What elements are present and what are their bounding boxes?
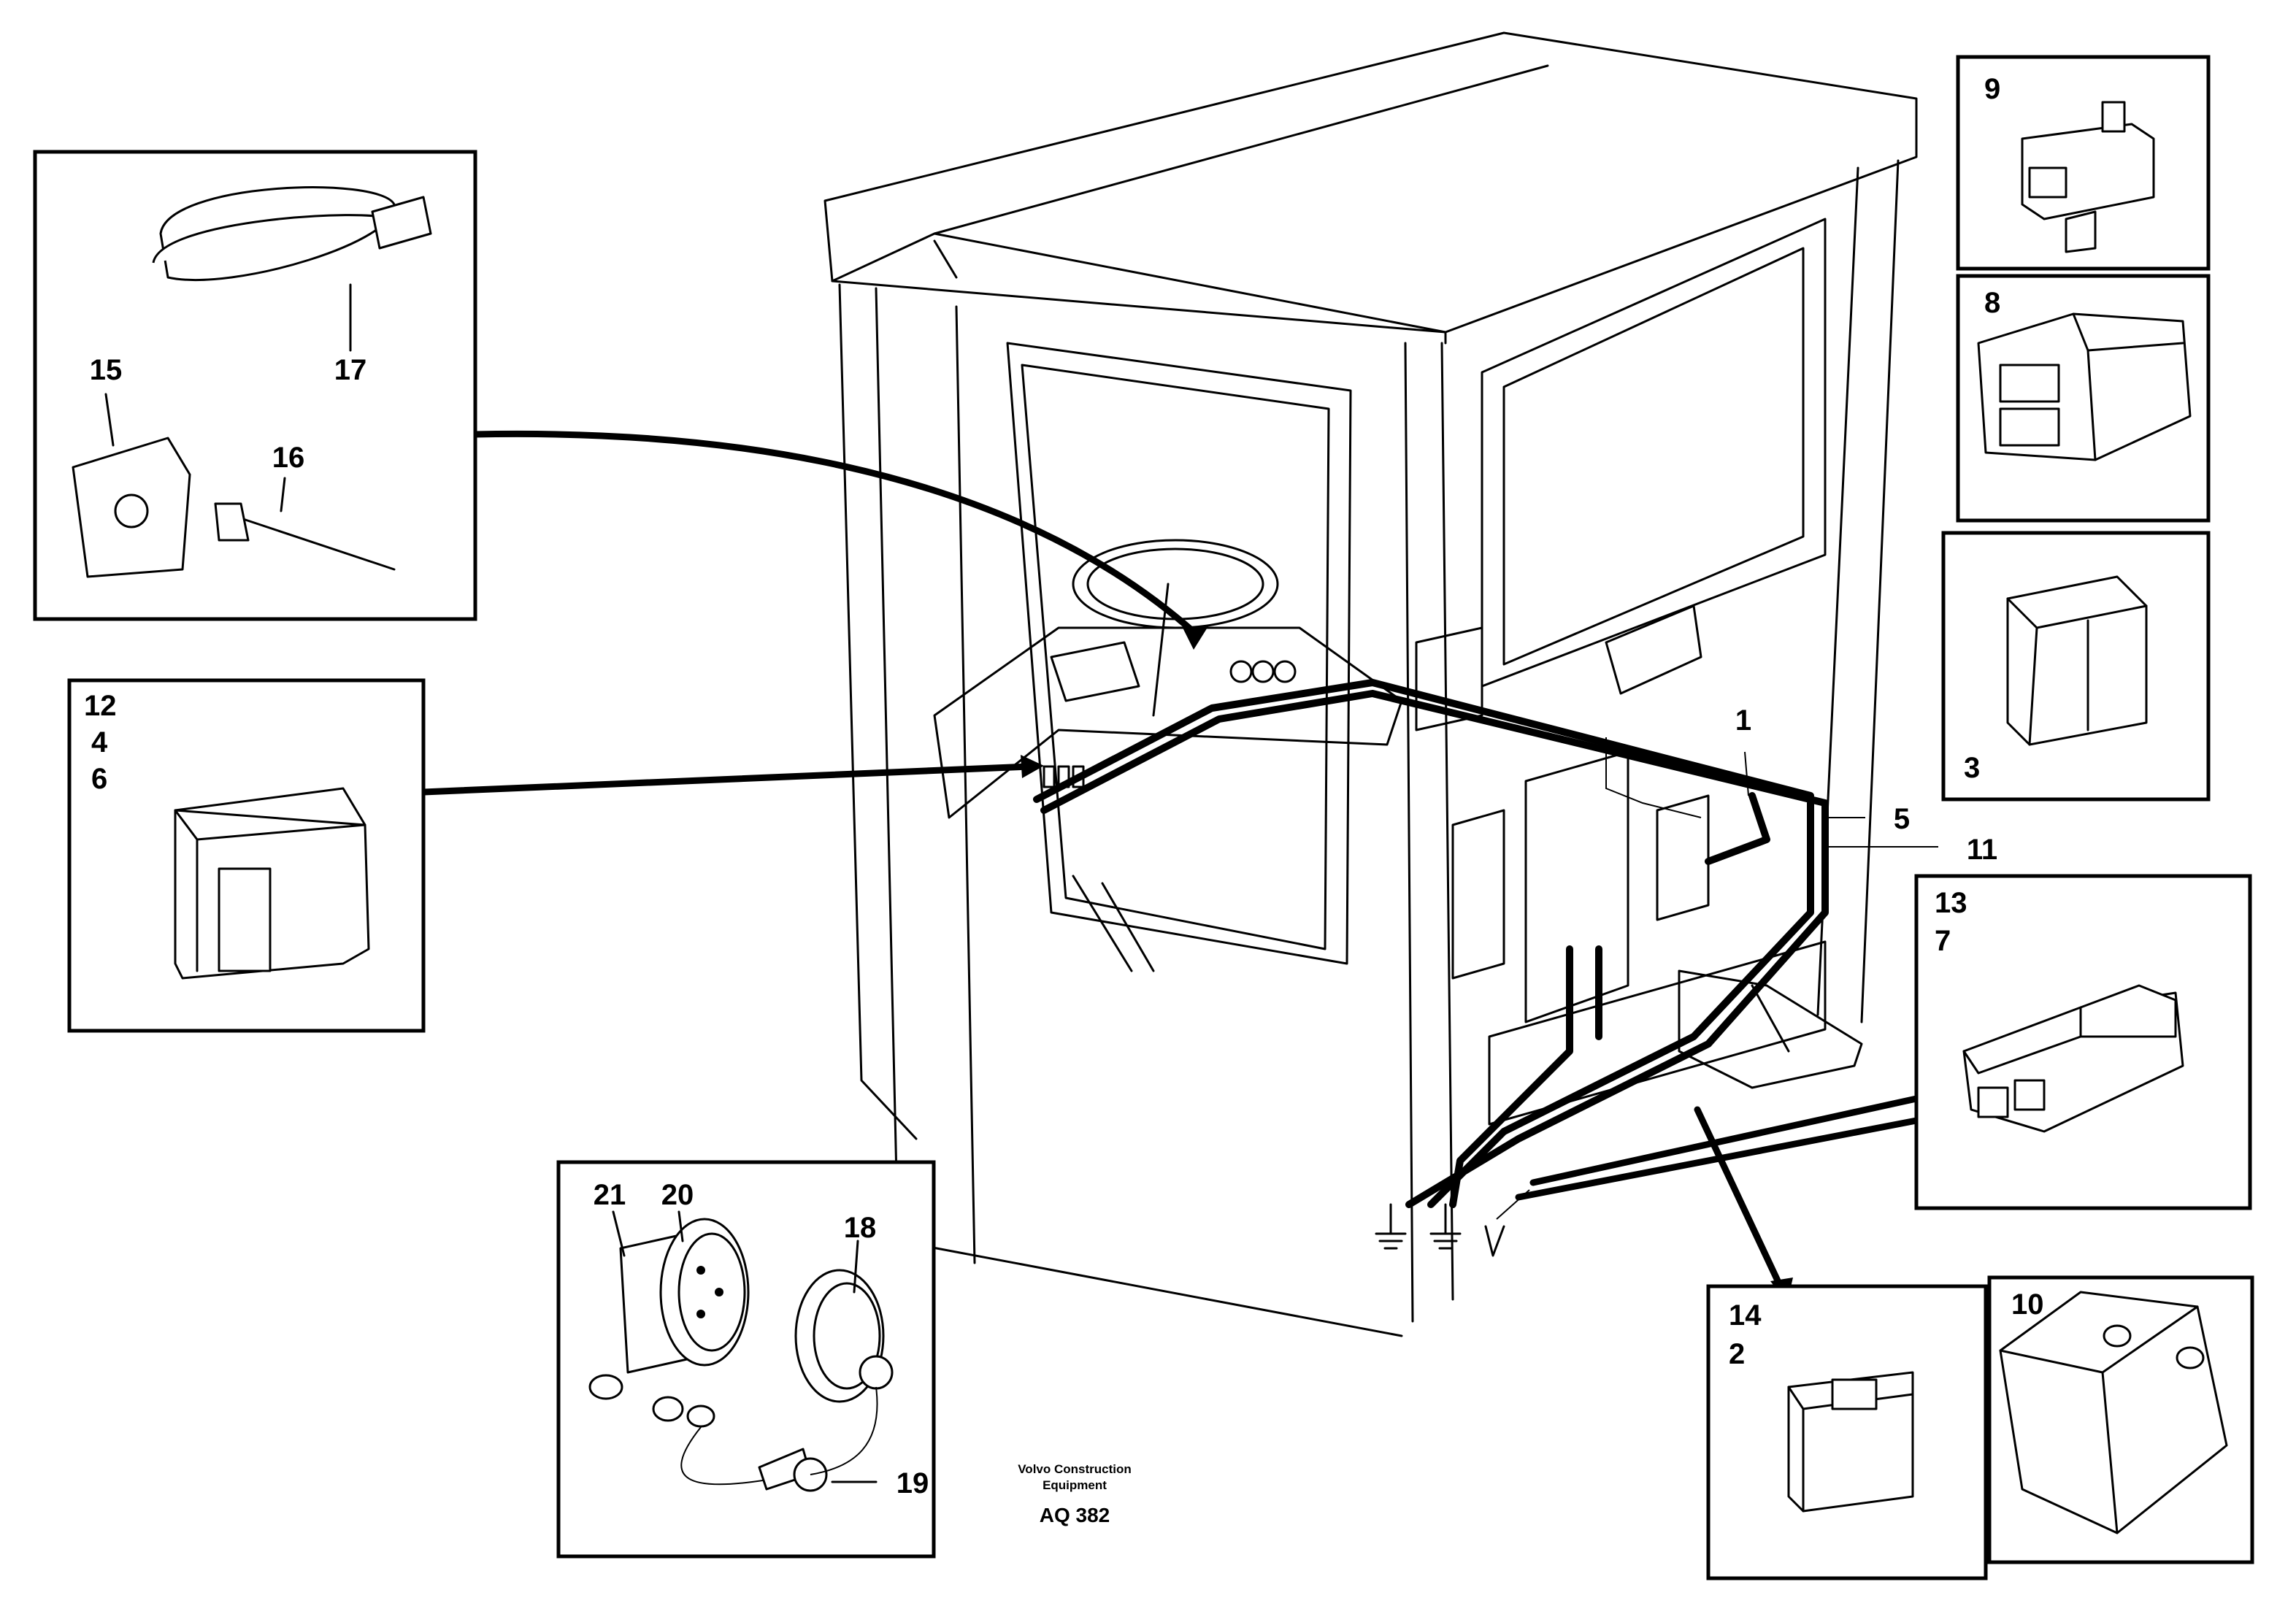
callout-21: 21	[594, 1179, 626, 1211]
parts-box-connector-13: 13 7	[1914, 874, 2252, 1210]
callout-13: 13	[1935, 887, 1967, 919]
leader-lines	[420, 430, 1938, 1303]
callout-14: 14	[1729, 1299, 1762, 1332]
parts-box-connector-9: 9	[1956, 55, 2211, 271]
callout-4: 4	[91, 726, 108, 758]
callout-11: 11	[1967, 834, 1997, 866]
drawing-code: AQ 382	[1040, 1504, 1110, 1526]
publisher-credit: Volvo Construction Equipment AQ 382	[1018, 1462, 1132, 1526]
parts-box-relay-14: 14 2	[1706, 1284, 1988, 1580]
parts-box-connector-10: 10	[1987, 1275, 2254, 1564]
credit-line-2: Equipment	[1043, 1478, 1107, 1492]
credit-line-1: Volvo Construction	[1018, 1462, 1132, 1476]
callout-8: 8	[1984, 287, 2000, 319]
callout-20: 20	[661, 1179, 694, 1211]
parts-box-socket-cap: 21 20 18 19	[556, 1160, 936, 1559]
callout-6: 6	[91, 763, 107, 795]
parts-box-connector-8: 8	[1956, 274, 2211, 523]
callout-12: 12	[84, 690, 117, 722]
callout-1: 1	[1735, 704, 1751, 737]
parts-box-relay-cover: 12 4 6	[67, 678, 426, 1033]
callout-16: 16	[272, 442, 305, 474]
callout-17: 17	[334, 354, 367, 386]
ground-symbol-2	[1429, 1203, 1462, 1250]
parts-box-cap-3: 3	[1941, 531, 2211, 802]
callout-3: 3	[1964, 752, 1980, 784]
ground-symbol-1	[1375, 1203, 1407, 1250]
callout-10: 10	[2011, 1288, 2044, 1321]
callout-7: 7	[1935, 925, 1951, 957]
wiring-harness	[1033, 679, 1829, 1208]
callout-19: 19	[896, 1467, 929, 1499]
callout-15: 15	[90, 354, 123, 386]
parts-box-cable-tie-clip: 15 16 17	[33, 150, 477, 621]
callout-18: 18	[844, 1212, 877, 1244]
callout-5: 5	[1894, 803, 1910, 835]
callout-9: 9	[1984, 73, 2000, 105]
callout-2: 2	[1729, 1338, 1745, 1370]
